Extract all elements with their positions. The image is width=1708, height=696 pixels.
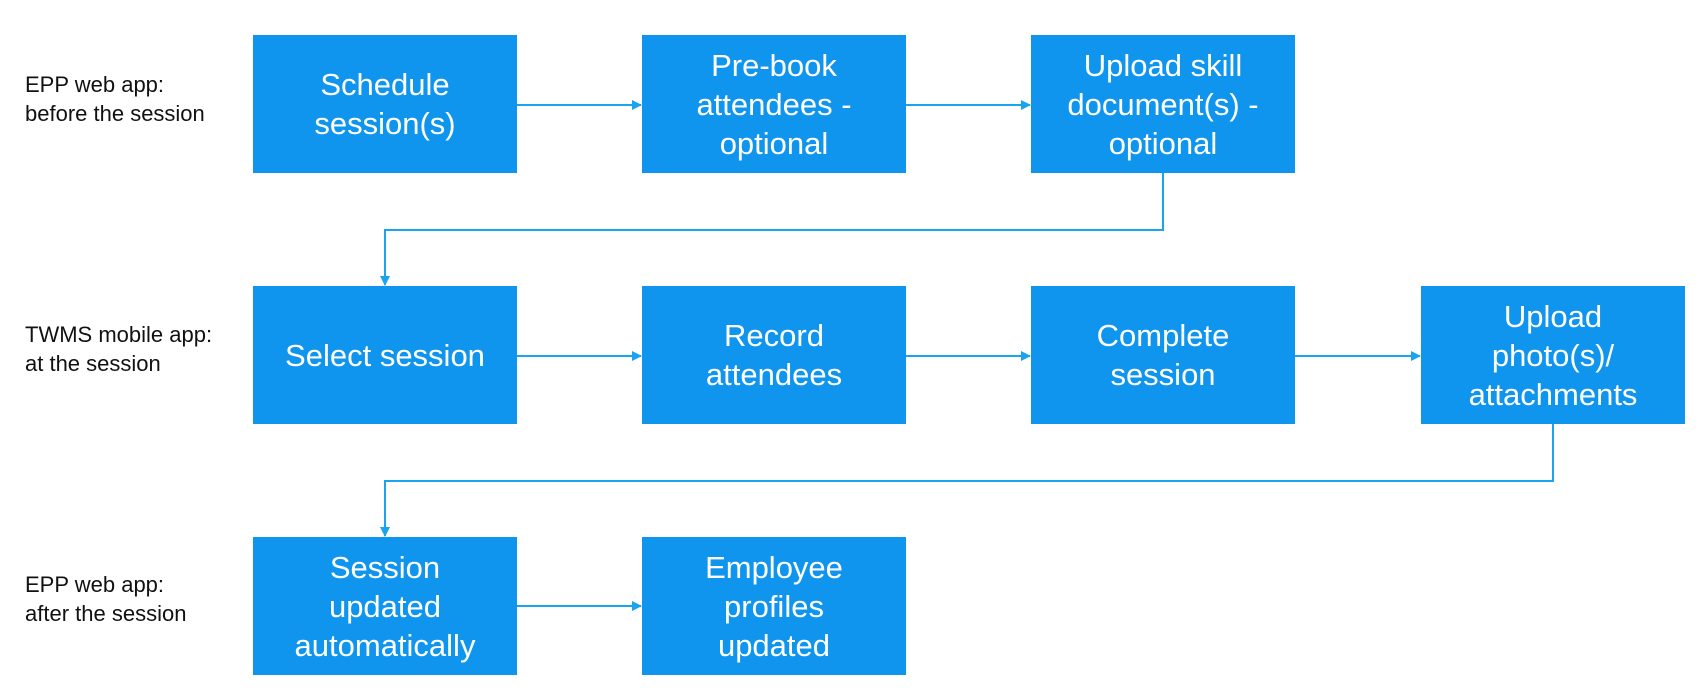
step-select-session: Select session	[253, 286, 517, 424]
step-upload-skill-documents: Upload skill document(s) - optional	[1031, 35, 1295, 173]
row-label-after-session: EPP web app: after the session	[25, 572, 187, 626]
row-label-at-session: TWMS mobile app: at the session	[25, 322, 213, 376]
step-upload-photos-attachments: Upload photo(s)/ attachments	[1421, 286, 1685, 424]
step-session-updated: Session updated automatically	[253, 537, 517, 675]
step-employee-profiles-updated: Employee profiles updated	[642, 537, 906, 675]
arrow-upload-skill-to-select-session	[380, 173, 1164, 286]
step-complete-session: Complete session	[1031, 286, 1295, 424]
step-pre-book-attendees: Pre-book attendees - optional	[642, 35, 906, 173]
row-label-before-session: EPP web app: before the session	[25, 72, 205, 126]
step-schedule-sessions: Schedule session(s)	[253, 35, 517, 173]
step-record-attendees: Record attendees	[642, 286, 906, 424]
arrow-upload-photos-to-session-updated	[380, 424, 1554, 537]
